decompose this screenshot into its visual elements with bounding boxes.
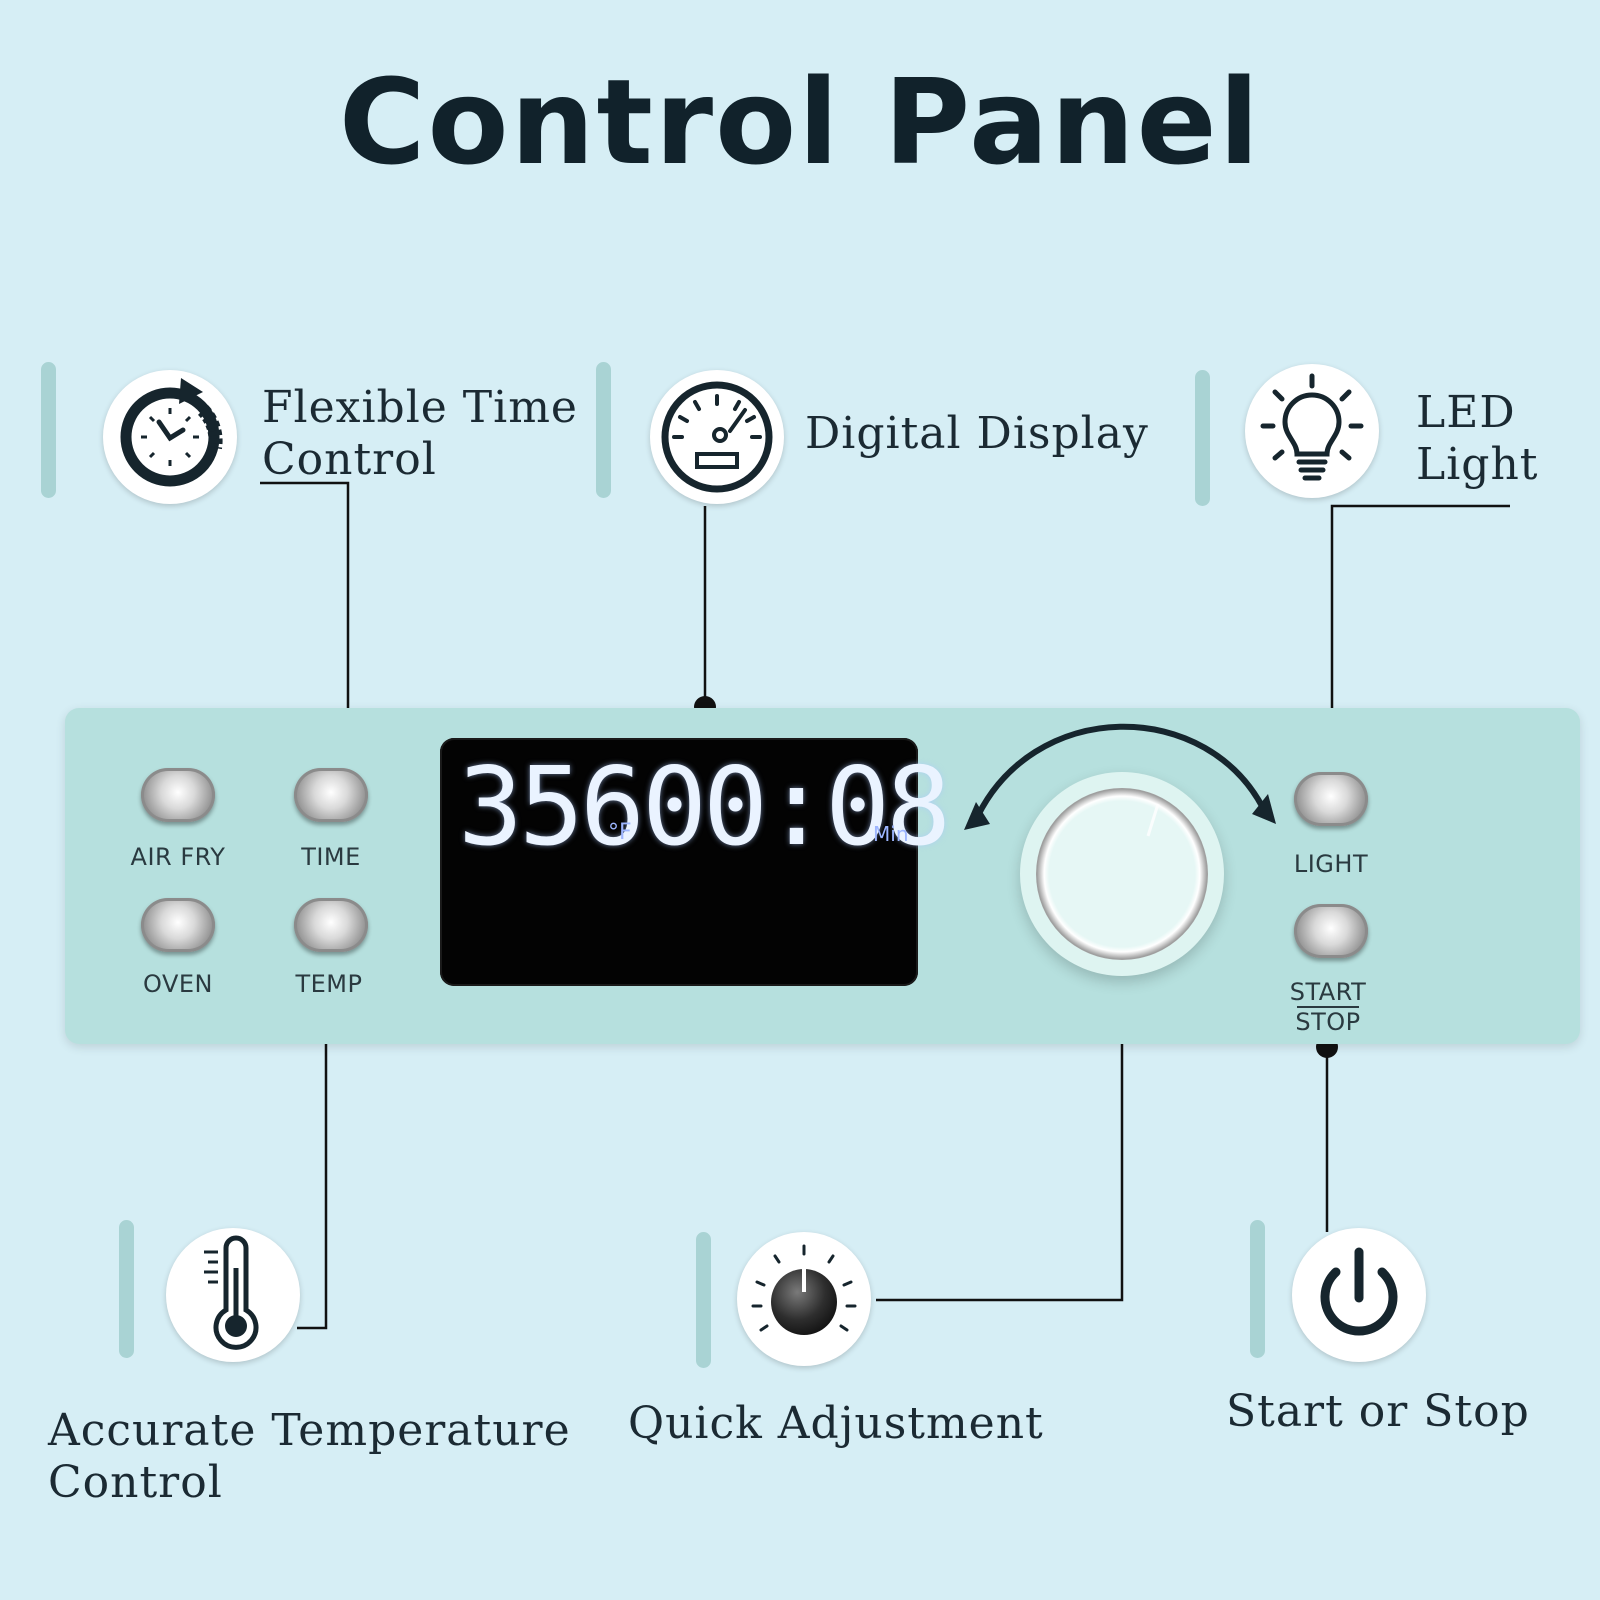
oven-label: OVEN: [142, 970, 213, 998]
feature-time-line2: Control: [262, 434, 437, 485]
feature-display-label: Digital Display: [805, 408, 1149, 459]
power-icon: [1292, 1228, 1426, 1362]
knob-indicator: [1146, 803, 1160, 837]
display-time: 00:08: [642, 745, 951, 870]
rotation-arrows-icon: [964, 723, 1276, 830]
light-bulb-icon: [1245, 364, 1379, 498]
feature-led-line2: Light: [1416, 439, 1539, 490]
feature-time-line1: Flexible Time: [262, 382, 578, 433]
start-stop-divider: [1297, 1006, 1359, 1008]
feature-adjust-label: Quick Adjustment: [628, 1398, 1044, 1449]
start-label: START: [1289, 978, 1367, 1006]
feature-temp-line2: Control: [48, 1457, 223, 1508]
air-fry-label: AIR FRY: [130, 843, 226, 871]
feature-temp-label: Accurate Temperature Control: [48, 1405, 571, 1509]
accent-bar: [119, 1220, 134, 1358]
feature-temp-line1: Accurate Temperature: [48, 1405, 571, 1456]
air-fry-button[interactable]: [141, 768, 215, 822]
display-time-unit: Min: [873, 822, 909, 846]
temp-label: TEMP: [295, 970, 363, 998]
accent-bar: [1250, 1220, 1265, 1358]
page-title: Control Panel: [338, 53, 1262, 191]
adjustment-knob-ring[interactable]: [1036, 788, 1208, 960]
accent-bar: [1195, 370, 1210, 506]
feature-led-label: LED Light: [1416, 387, 1538, 491]
dial-knob-icon: [737, 1232, 871, 1366]
start-stop-button[interactable]: [1294, 904, 1368, 958]
time-button[interactable]: [294, 768, 368, 822]
light-label: LIGHT: [1293, 850, 1369, 878]
digital-display: 356 °F 00:08 Min: [440, 738, 951, 986]
stop-label: STOP: [1295, 1008, 1361, 1036]
thermometer-icon: [166, 1228, 300, 1362]
oven-button[interactable]: [141, 898, 215, 952]
timer-clock-icon: [103, 370, 237, 504]
accent-bar: [596, 362, 611, 498]
feature-time-label: Flexible Time Control: [262, 382, 578, 486]
feature-led-line1: LED: [1416, 387, 1516, 438]
feature-startstop-label: Start or Stop: [1226, 1386, 1530, 1437]
temp-button[interactable]: [294, 898, 368, 952]
display-temperature: 356: [458, 745, 645, 870]
time-label: TIME: [301, 843, 361, 871]
accent-bar: [41, 362, 56, 498]
light-button[interactable]: [1294, 772, 1368, 826]
display-temperature-unit: °F: [608, 820, 632, 845]
accent-bar: [696, 1232, 711, 1368]
speedometer-gauge-icon: [650, 370, 784, 504]
